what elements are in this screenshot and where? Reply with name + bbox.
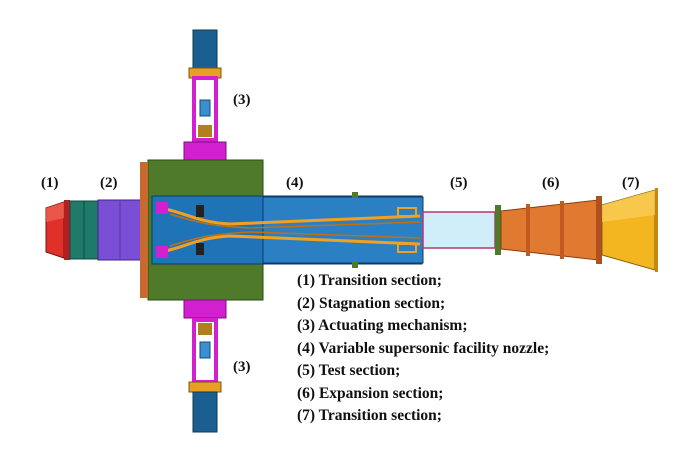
actuating-mechanism-top xyxy=(183,29,227,161)
callout-3-bottom: (3) xyxy=(233,359,251,375)
legend-item-5: (5) Test section; xyxy=(297,362,401,379)
stagnation-section xyxy=(69,197,148,263)
callout-3-top: (3) xyxy=(233,92,251,108)
callout-2: (2) xyxy=(100,175,118,191)
test-section xyxy=(422,205,501,255)
variable-nozzle xyxy=(140,159,424,301)
transition-section-outlet xyxy=(601,188,658,272)
expansion-section xyxy=(500,196,602,264)
legend-item-4: (4) Variable supersonic facility nozzle; xyxy=(297,339,550,357)
transition-section-inlet xyxy=(45,200,70,260)
callout-1: (1) xyxy=(41,175,59,191)
callout-7: (7) xyxy=(622,175,640,191)
legend-item-1: (1) Transition section; xyxy=(297,272,442,289)
legend-item-3: (3) Actuating mechanism; xyxy=(297,317,468,334)
actuating-mechanism-bottom xyxy=(183,299,227,433)
legend-item-2: (2) Stagnation section; xyxy=(297,294,446,312)
legend: (1) Transition section; (2) Stagnation s… xyxy=(297,270,549,428)
legend-item-7: (7) Transition section; xyxy=(297,407,442,424)
callout-5: (5) xyxy=(450,175,468,191)
callout-6: (6) xyxy=(542,175,560,191)
legend-item-6: (6) Expansion section; xyxy=(297,384,444,402)
callout-4: (4) xyxy=(286,175,304,191)
